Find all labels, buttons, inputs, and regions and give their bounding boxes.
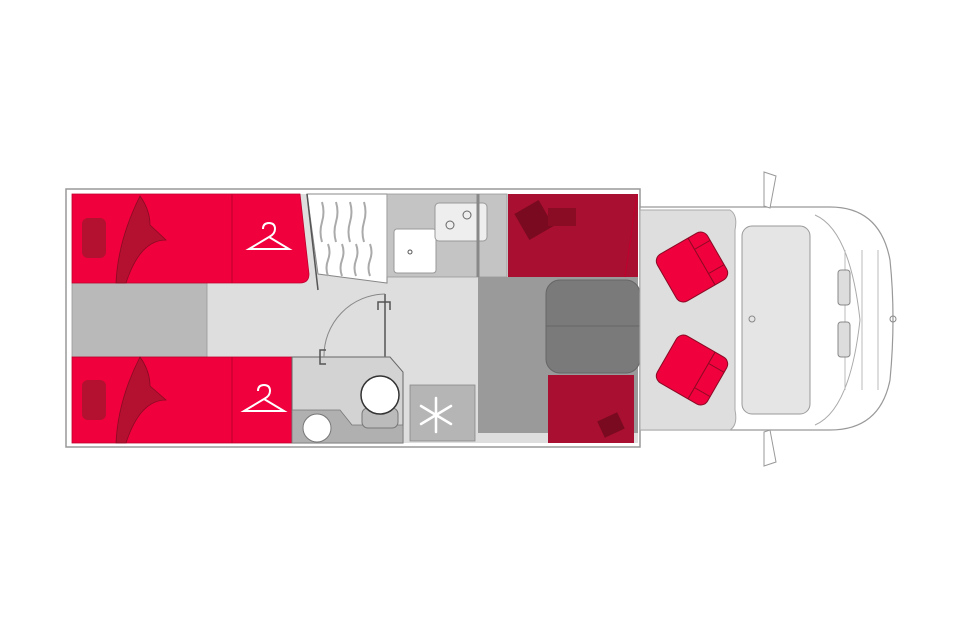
passenger-seat <box>655 334 729 406</box>
door-handle-icon <box>319 349 326 365</box>
snowflake-icon <box>419 396 453 434</box>
bed-top <box>71 193 310 284</box>
sink-drain <box>407 249 413 255</box>
mirror-mount <box>748 315 756 323</box>
hanger-icon <box>240 383 288 412</box>
hob-icon <box>434 202 488 242</box>
grille-icon <box>837 269 851 306</box>
pillow-icon <box>514 200 554 240</box>
hanger-icon <box>245 221 293 250</box>
hob-burner <box>445 220 455 230</box>
pillow-icon <box>548 208 576 226</box>
shower <box>306 193 388 291</box>
pillow-icon <box>82 218 106 258</box>
door-handle-icon <box>377 301 391 310</box>
bathroom-door-swing <box>323 293 386 358</box>
grille-icon <box>837 321 851 358</box>
hob-burner <box>462 210 472 220</box>
shower-tray <box>306 193 388 284</box>
fridge-unit <box>409 384 476 442</box>
storage-strip <box>71 282 208 358</box>
mirror-icon <box>763 171 777 209</box>
toilet-icon <box>360 375 400 415</box>
dinette <box>478 193 641 443</box>
cab <box>639 171 897 467</box>
pillow-icon <box>82 380 106 420</box>
fridge <box>409 384 476 442</box>
washbasin-icon <box>302 413 332 443</box>
shower-wall <box>306 193 319 291</box>
bed-top-mattress <box>71 193 310 284</box>
badge-icon <box>889 315 897 323</box>
dinette-bench-bottom <box>548 375 634 443</box>
bed-bottom <box>71 356 293 444</box>
pillow-icon <box>597 412 625 438</box>
kitchen <box>386 193 508 278</box>
bed-bottom-mattress <box>71 356 293 444</box>
hood-line <box>814 214 861 426</box>
sink-icon <box>393 228 437 274</box>
windshield <box>741 225 811 415</box>
blanket-icon <box>115 356 168 444</box>
shower-icon <box>319 201 373 277</box>
blanket-icon <box>115 195 168 284</box>
dinette-bench-top-edge <box>624 193 638 278</box>
bathroom <box>291 293 404 444</box>
mirror-icon <box>763 429 777 467</box>
driver-seat <box>655 231 729 303</box>
